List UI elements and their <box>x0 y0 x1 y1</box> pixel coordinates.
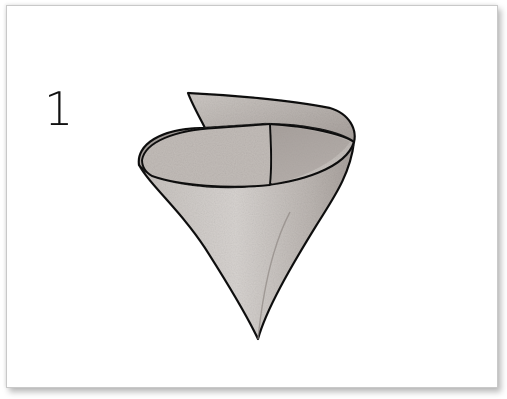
cone-front-flap <box>142 124 271 187</box>
